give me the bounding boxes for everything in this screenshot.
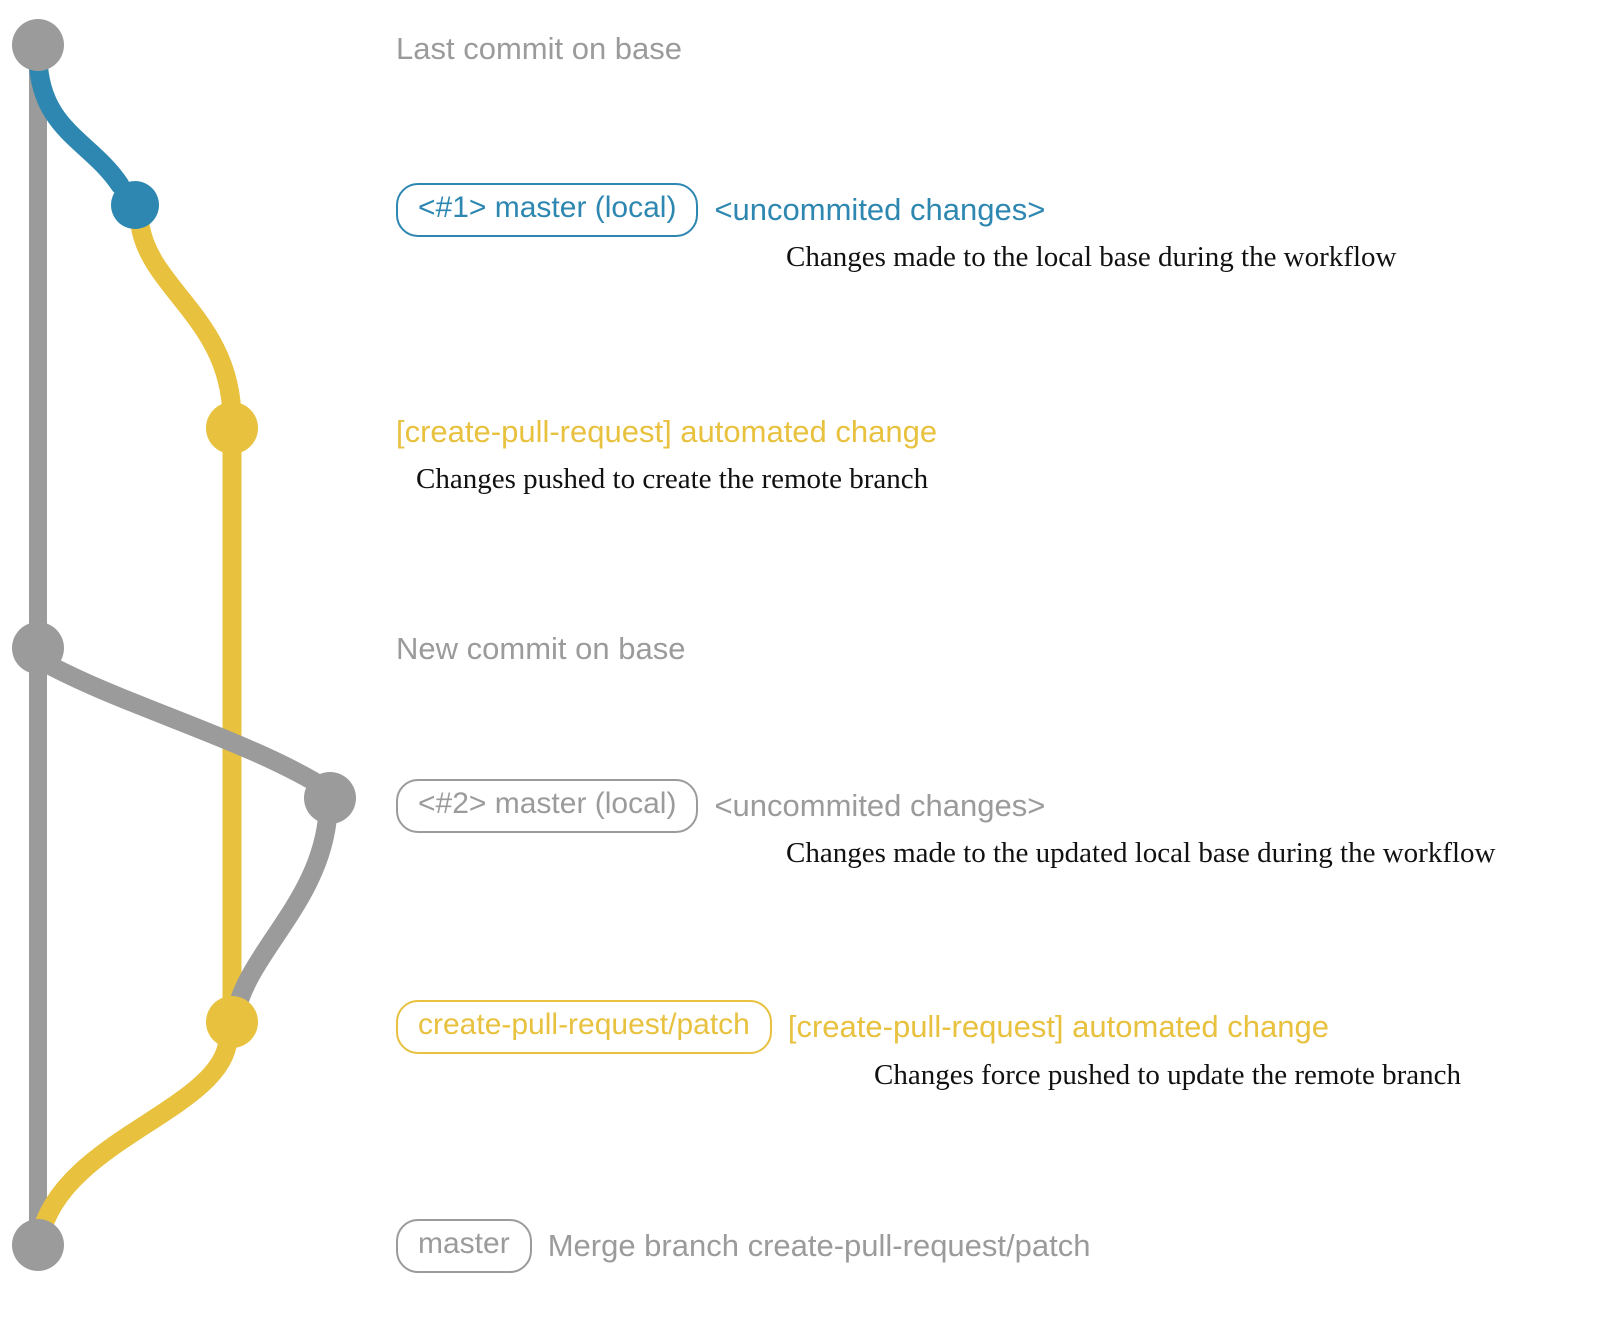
local2-to-patch-line xyxy=(226,802,338,1022)
row-new-commit-on-base: New commit on base xyxy=(396,630,685,667)
local-branch-line-1 xyxy=(28,48,130,195)
commit-node-local-2 xyxy=(304,772,356,824)
label-line-create-pull-request-patch: create-pull-request/patch [create-pull-r… xyxy=(396,1000,1329,1054)
commit-message-master-merge: Merge branch create-pull-request/patch xyxy=(547,1228,1091,1264)
label-line-master-merge: master Merge branch create-pull-request/… xyxy=(396,1219,1090,1273)
commit-node-base-new-commit xyxy=(12,622,64,674)
commit-description-master-local-1: Changes made to the local base during th… xyxy=(786,241,1397,273)
commit-message-master-local-1: <uncommited changes> xyxy=(714,192,1046,228)
row-create-pull-request-patch: create-pull-request/patch [create-pull-r… xyxy=(396,1000,1329,1054)
branch-badge-master-local-1[interactable]: <#1> master (local) xyxy=(396,183,699,237)
branch-badge-create-pull-request-patch[interactable]: create-pull-request/patch xyxy=(396,1000,772,1054)
row-last-commit-on-base: Last commit on base xyxy=(396,30,682,67)
row-automated-change-1: [create-pull-request] automated change xyxy=(396,413,937,450)
git-branch-graph xyxy=(12,19,356,1271)
row-master-local-1: <#1> master (local) <uncommited changes> xyxy=(396,183,1045,237)
local-branch-line-2 xyxy=(30,650,338,800)
commit-node-merge-commit xyxy=(12,1219,64,1271)
commit-description-automated-change-1: Changes pushed to create the remote bran… xyxy=(416,463,929,495)
patch-branch-line-1 xyxy=(130,215,242,430)
commit-message-create-pull-request-patch: [create-pull-request] automated change xyxy=(787,1009,1329,1045)
branch-badge-master[interactable]: master xyxy=(396,1219,532,1273)
row-master-merge: master Merge branch create-pull-request/… xyxy=(396,1219,1090,1273)
label-line-master-local-2: <#2> master (local) <uncommited changes> xyxy=(396,779,1045,833)
commit-description-create-pull-request-patch: Changes force pushed to update the remot… xyxy=(874,1059,1462,1091)
commit-node-patch-commit-2 xyxy=(206,996,258,1048)
label-line-master-local-1: <#1> master (local) <uncommited changes> xyxy=(396,183,1045,237)
row-master-local-2: <#2> master (local) <uncommited changes> xyxy=(396,779,1045,833)
branch-badge-master-local-2[interactable]: <#2> master (local) xyxy=(396,779,699,833)
commit-label-last-commit-on-base: Last commit on base xyxy=(396,31,683,66)
commit-message-master-local-2: <uncommited changes> xyxy=(714,788,1046,824)
commit-description-master-local-2: Changes made to the updated local base d… xyxy=(786,837,1496,869)
commit-node-base-head xyxy=(12,19,64,71)
commit-node-local-1 xyxy=(111,181,159,229)
commit-label-automated-change-1: [create-pull-request] automated change xyxy=(396,414,938,449)
commit-label-new-commit-on-base: New commit on base xyxy=(396,631,686,666)
merge-line xyxy=(30,1030,238,1248)
commit-node-patch-commit-1 xyxy=(206,402,258,454)
